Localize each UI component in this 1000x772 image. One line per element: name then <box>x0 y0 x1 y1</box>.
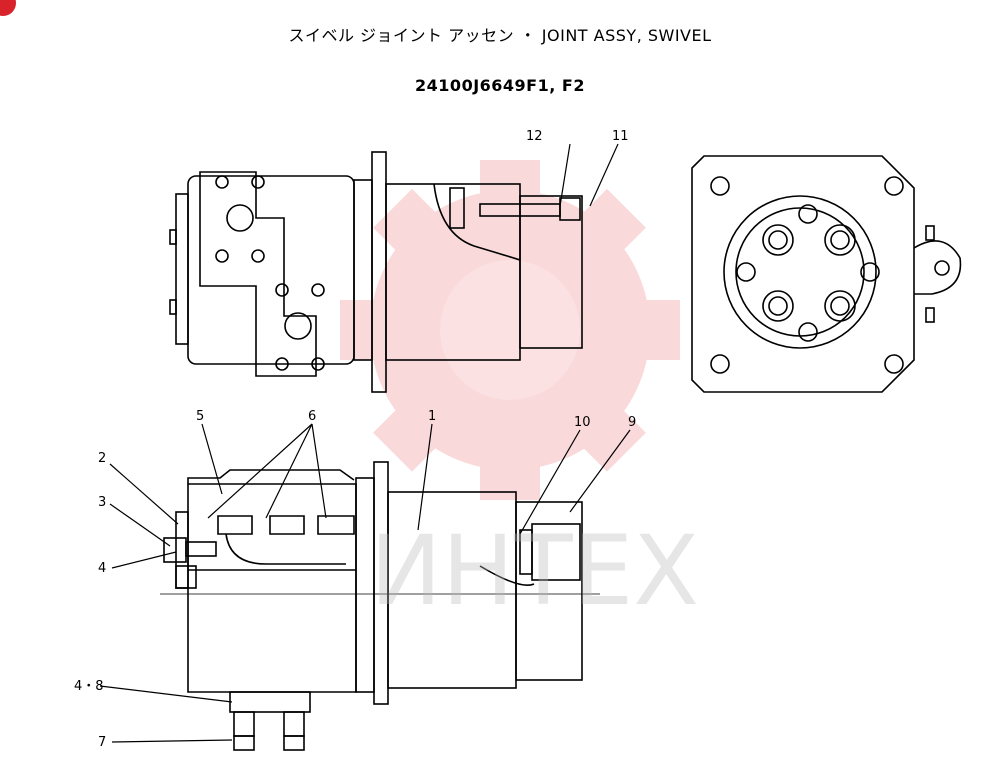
part-number: 24100J6649F1, F2 <box>415 76 585 95</box>
callout-12: 12 <box>526 129 543 144</box>
watermark-gear-icon <box>340 160 680 500</box>
callout-7: 7 <box>98 735 106 750</box>
leader-lines <box>99 143 631 743</box>
callout-9: 9 <box>628 415 636 430</box>
callout-2: 2 <box>98 451 106 466</box>
callout-3: 3 <box>98 495 106 510</box>
callout-10: 10 <box>574 415 591 430</box>
watermark-text: ИНТЕХ <box>370 515 699 627</box>
callout-4: 4 <box>98 561 106 576</box>
end-view <box>691 155 962 393</box>
section-view <box>160 461 600 751</box>
callout-4-8: 4・8 <box>74 679 104 694</box>
top-side-view <box>169 151 583 393</box>
watermark-gear-inner <box>440 260 580 400</box>
callout-1: 1 <box>428 409 436 424</box>
corner-badge <box>0 0 16 16</box>
drawing-title: スイベル ジョイント アッセン ・ JOINT ASSY, SWIVEL <box>288 26 712 45</box>
callout-6: 6 <box>308 409 316 424</box>
callout-11: 11 <box>612 129 629 144</box>
callout-5: 5 <box>196 409 204 424</box>
